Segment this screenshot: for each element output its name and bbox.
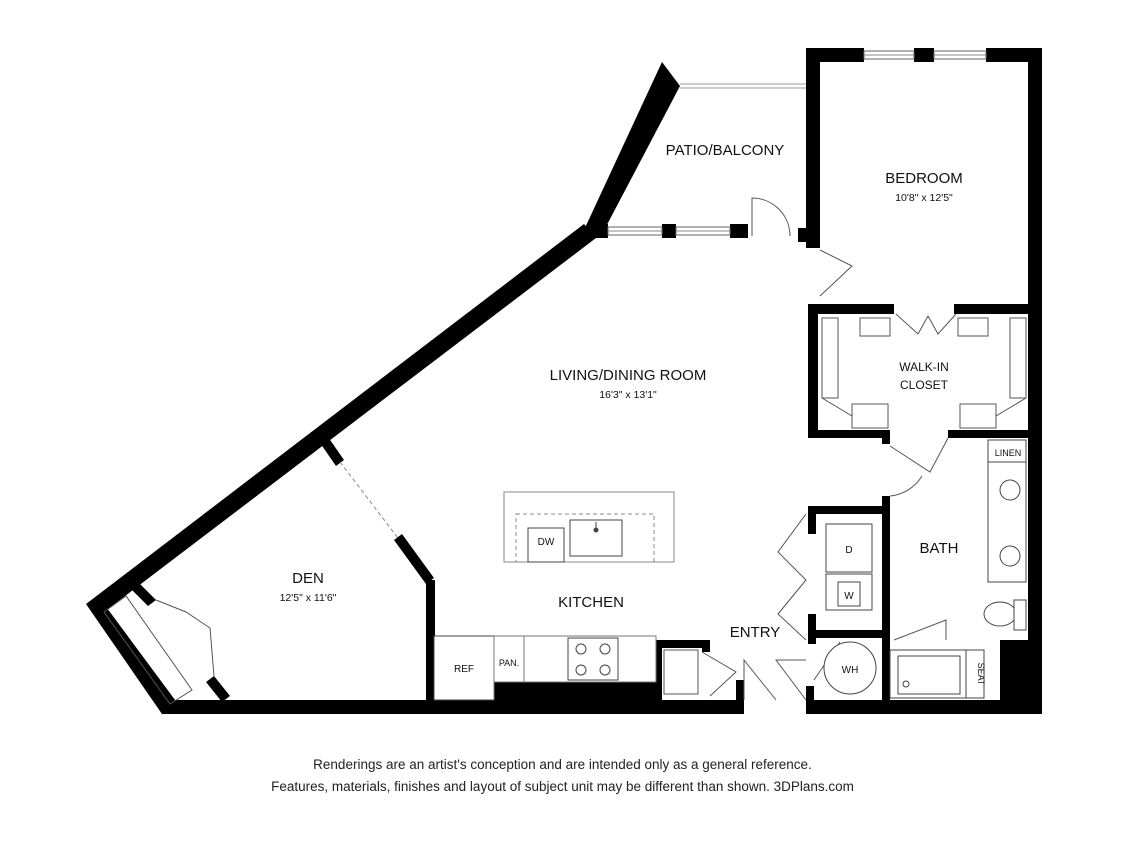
closet-label-line1: WALK-IN	[899, 360, 949, 374]
entry-door-right	[775, 659, 807, 701]
kitchen-fixtures	[433, 491, 675, 701]
entry-door-left	[743, 658, 777, 701]
den-opening-line	[339, 461, 399, 539]
entry-label: ENTRY	[730, 624, 781, 641]
closet-door-left	[895, 313, 929, 335]
bedroom-door	[819, 249, 853, 297]
washer-label: W	[844, 591, 854, 602]
windows	[607, 50, 987, 236]
living-dims: 16'3" x 13'1"	[599, 389, 657, 401]
disclaimer-line-1: Renderings are an artist's conception an…	[313, 757, 812, 772]
den-label: DEN	[292, 570, 324, 587]
closet-door-right	[927, 313, 957, 335]
pantry-door	[701, 651, 737, 697]
bedroom-dims: 10'8" x 12'5"	[895, 192, 953, 204]
laundry-door	[777, 513, 807, 641]
bath-label: BATH	[920, 540, 959, 557]
exterior-walls	[86, 48, 1042, 714]
patio-door	[751, 197, 791, 237]
dishwasher-label: DW	[538, 537, 555, 548]
closet-label-line2: CLOSET	[900, 378, 949, 392]
bath-door	[889, 437, 949, 473]
laundry-fixtures	[823, 523, 877, 695]
water-heater-tank	[823, 641, 877, 695]
kitchen-label: KITCHEN	[558, 594, 624, 611]
dryer-label: D	[845, 545, 852, 556]
closet-shelving	[103, 317, 1027, 705]
bedroom-label: BEDROOM	[885, 170, 963, 187]
doors	[155, 197, 957, 701]
den-closet-door	[155, 599, 215, 677]
refrigerator-label: REF	[454, 664, 474, 675]
bath-fixtures	[889, 439, 1027, 699]
linen-label: LINEN	[995, 448, 1022, 458]
patio-label: PATIO/BALCONY	[666, 142, 785, 159]
pantry-label: PAN.	[499, 658, 519, 668]
disclaimer-line-2: Features, materials, finishes and layout…	[271, 779, 854, 794]
den-dims: 12'5" x 11'6"	[280, 592, 337, 604]
interior-walls	[132, 304, 1030, 706]
living-label: LIVING/DINING ROOM	[550, 367, 707, 384]
water-heater-label: WH	[842, 665, 859, 676]
seat-label: SEAT	[976, 663, 986, 686]
bath-door-arc	[889, 475, 923, 497]
